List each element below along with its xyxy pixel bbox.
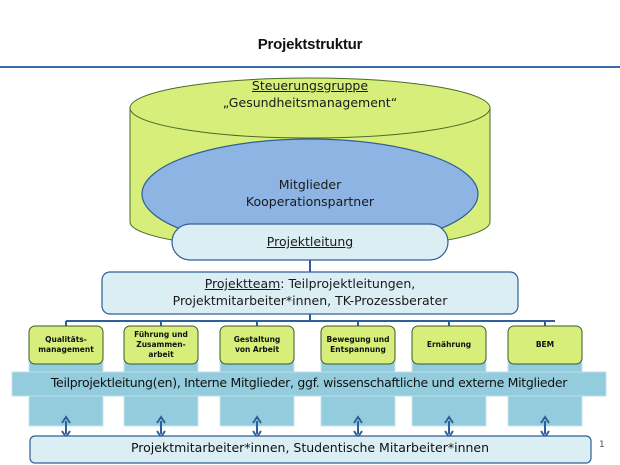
steering-group-subtitle: „Gesundheitsmanagement“ <box>222 95 398 110</box>
subproject-header <box>219 325 295 365</box>
subproject-label: Qualitäts- management <box>38 335 94 354</box>
double-arrows <box>61 415 550 439</box>
page-number: 1 <box>599 440 605 450</box>
members-line2: Kooperationspartner <box>245 194 375 209</box>
subproject-label: Führung und Zusammen- arbeit <box>134 330 188 359</box>
subproject-header <box>411 325 487 365</box>
project-team-line2: Projektmitarbeiter*innen, TK-Prozessbera… <box>172 293 448 308</box>
members-label: Mitglieder Kooperationspartner <box>160 176 460 210</box>
subproject-label: BEM <box>535 340 555 349</box>
tree-connectors <box>65 314 555 326</box>
project-team-label: Projektteam: Teilprojektleitungen, Proje… <box>100 275 520 309</box>
staff-label: Projektmitarbeiter*innen, Studentische M… <box>130 440 490 455</box>
subproject-label: Bewegung und Entspannung <box>326 335 390 354</box>
members-line1: Mitglieder <box>278 177 342 192</box>
project-lead-label: Projektleitung <box>266 234 354 249</box>
project-team-roles: : Teilprojektleitungen, <box>280 276 416 291</box>
subproject-header <box>320 325 396 365</box>
subproject-header <box>28 325 104 365</box>
project-team-term: Projektteam <box>204 276 281 291</box>
staff-box <box>29 435 592 464</box>
steering-group-title: Steuerungsgruppe <box>251 78 369 93</box>
subproject-label: Ernährung <box>426 340 472 349</box>
subproject-header <box>123 325 199 365</box>
members-band <box>11 371 607 397</box>
members-band-label: Teilprojektleitung(en), Interne Mitglied… <box>50 375 568 390</box>
cylinder-top <box>129 77 491 139</box>
steering-group-label: Steuerungsgruppe „Gesundheitsmanagement“ <box>150 77 470 111</box>
title-divider <box>0 66 620 68</box>
subproject-header <box>507 325 583 365</box>
slide-title: Projektstruktur <box>257 36 363 53</box>
subproject-label: Gestaltung von Arbeit <box>233 335 281 354</box>
